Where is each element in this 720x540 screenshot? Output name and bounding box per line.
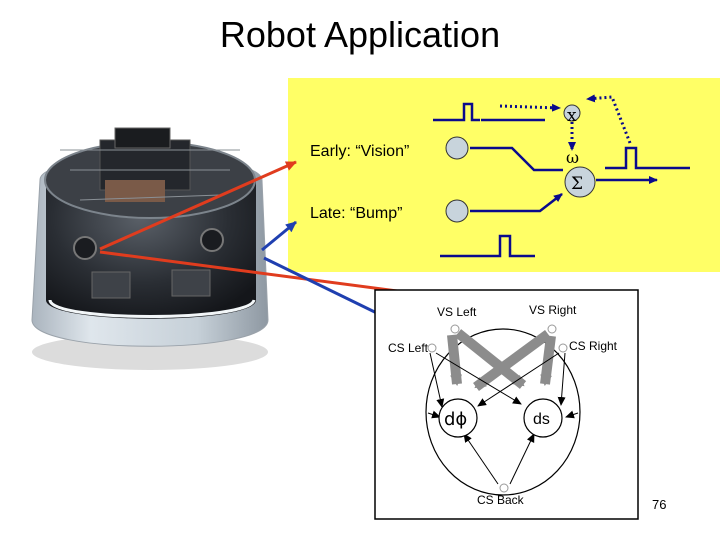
net-csr-dphi bbox=[477, 352, 560, 407]
net-csb-dphi bbox=[463, 433, 499, 485]
node-cs-right bbox=[558, 343, 568, 353]
sum-node bbox=[564, 166, 596, 198]
net-csl-dphi bbox=[429, 352, 445, 408]
gray-vsl-ds bbox=[454, 329, 527, 389]
late-bump-arrow bbox=[261, 220, 297, 252]
network-diagram: VS Left VS Right CS Left CS Right dϕ ds … bbox=[374, 289, 639, 520]
multiply-node bbox=[563, 104, 581, 122]
label-cs-back: CS Back bbox=[477, 493, 525, 507]
node-ds bbox=[523, 398, 563, 438]
page-number: 76 bbox=[652, 497, 667, 512]
label-ds: ds bbox=[533, 411, 550, 428]
dotted-to-multiply bbox=[499, 103, 561, 112]
label-cs-left: CS Left bbox=[388, 341, 429, 355]
node-vs-right bbox=[547, 324, 557, 334]
early-pulse-top bbox=[433, 102, 480, 122]
node-cs-left bbox=[427, 343, 437, 353]
gray-vsr-dphi bbox=[473, 329, 551, 392]
yellow-panel bbox=[288, 78, 720, 272]
early-vision-label: Early: “Vision” bbox=[310, 143, 409, 160]
label-vs-left: VS Left bbox=[437, 305, 477, 319]
network-ring bbox=[425, 328, 581, 496]
early-input-node bbox=[445, 136, 469, 160]
network-box bbox=[374, 289, 639, 520]
node-vs-left bbox=[450, 324, 460, 334]
late-signal-line bbox=[470, 193, 563, 213]
net-ring-right bbox=[565, 410, 579, 419]
multiply-symbol: x bbox=[567, 106, 577, 126]
late-pulse bbox=[440, 234, 535, 258]
gray-vsl-dphi bbox=[447, 334, 463, 386]
early-signal-line bbox=[470, 146, 563, 172]
label-vs-right: VS Right bbox=[529, 303, 577, 317]
label-d-phi: dϕ bbox=[444, 409, 467, 430]
robot-photo bbox=[31, 127, 269, 370]
net-ring-left bbox=[427, 410, 441, 419]
dotted-output-feedback bbox=[586, 94, 632, 144]
late-bump-label: Late: “Bump” bbox=[310, 205, 402, 222]
slide-title: Robot Application bbox=[219, 14, 501, 55]
node-cs-back bbox=[499, 483, 509, 493]
sum-symbol: Σ bbox=[571, 174, 583, 194]
output-pulse bbox=[605, 146, 690, 170]
early-vision-arrow bbox=[99, 160, 297, 251]
late-input-node bbox=[445, 199, 469, 223]
node-d-phi bbox=[438, 398, 478, 438]
net-csl-ds bbox=[435, 352, 522, 405]
net-csb-ds bbox=[509, 433, 535, 485]
label-cs-right: CS Right bbox=[569, 339, 618, 353]
weight-symbol: ω bbox=[566, 148, 579, 167]
net-csr-ds bbox=[557, 352, 566, 406]
